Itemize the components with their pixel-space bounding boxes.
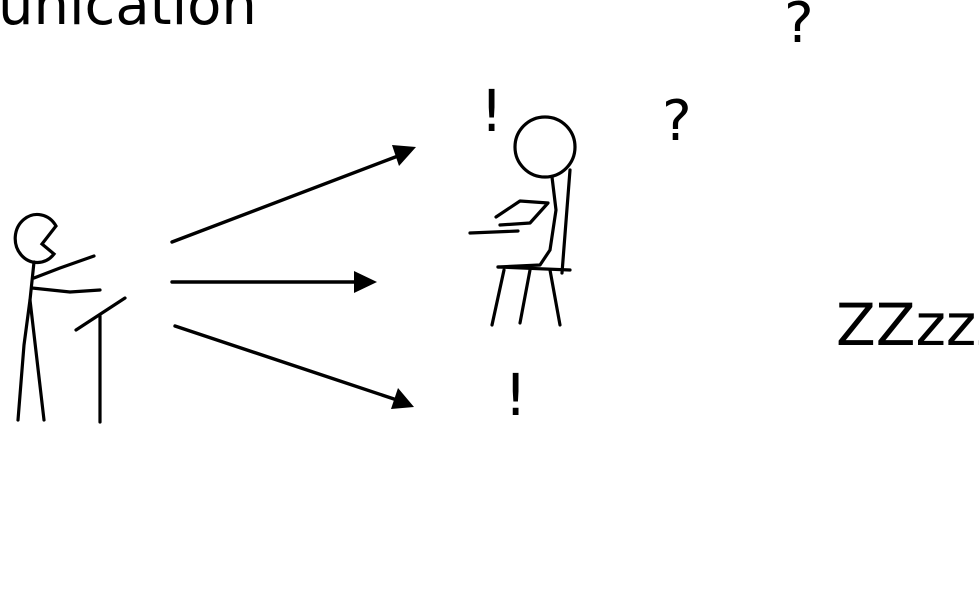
arrow-middle-head (354, 271, 377, 293)
chair-back (560, 168, 572, 275)
listener-head (513, 115, 577, 179)
listener-top-left (468, 115, 577, 327)
chair-seat (496, 265, 572, 272)
question-mark-middle: ? (662, 89, 692, 154)
desk (468, 229, 520, 235)
speaker-body (16, 260, 36, 422)
listener-body (496, 175, 558, 269)
speaker-figure (13, 212, 127, 424)
arrow-top (170, 154, 400, 244)
arrow-bottom (173, 324, 396, 401)
arrows (170, 145, 416, 409)
chair-legs (490, 268, 562, 327)
question-mark-top-right: ? (784, 0, 814, 56)
listener-arm (494, 199, 550, 227)
speaker-arm-upper (32, 254, 96, 280)
exclaim-mark-top: ! (480, 77, 504, 145)
speaker-head (13, 212, 58, 265)
speaker-leg (28, 298, 46, 422)
exclaim-mark-bottom: ! (504, 361, 528, 429)
speaker-arm-lower (30, 286, 102, 294)
slide-title: unication (0, 0, 257, 38)
arrow-bottom-head (391, 388, 414, 409)
arrow-top-head (392, 145, 416, 166)
sleep-text: ZZzzz (836, 291, 979, 359)
lectern-top (74, 296, 127, 332)
